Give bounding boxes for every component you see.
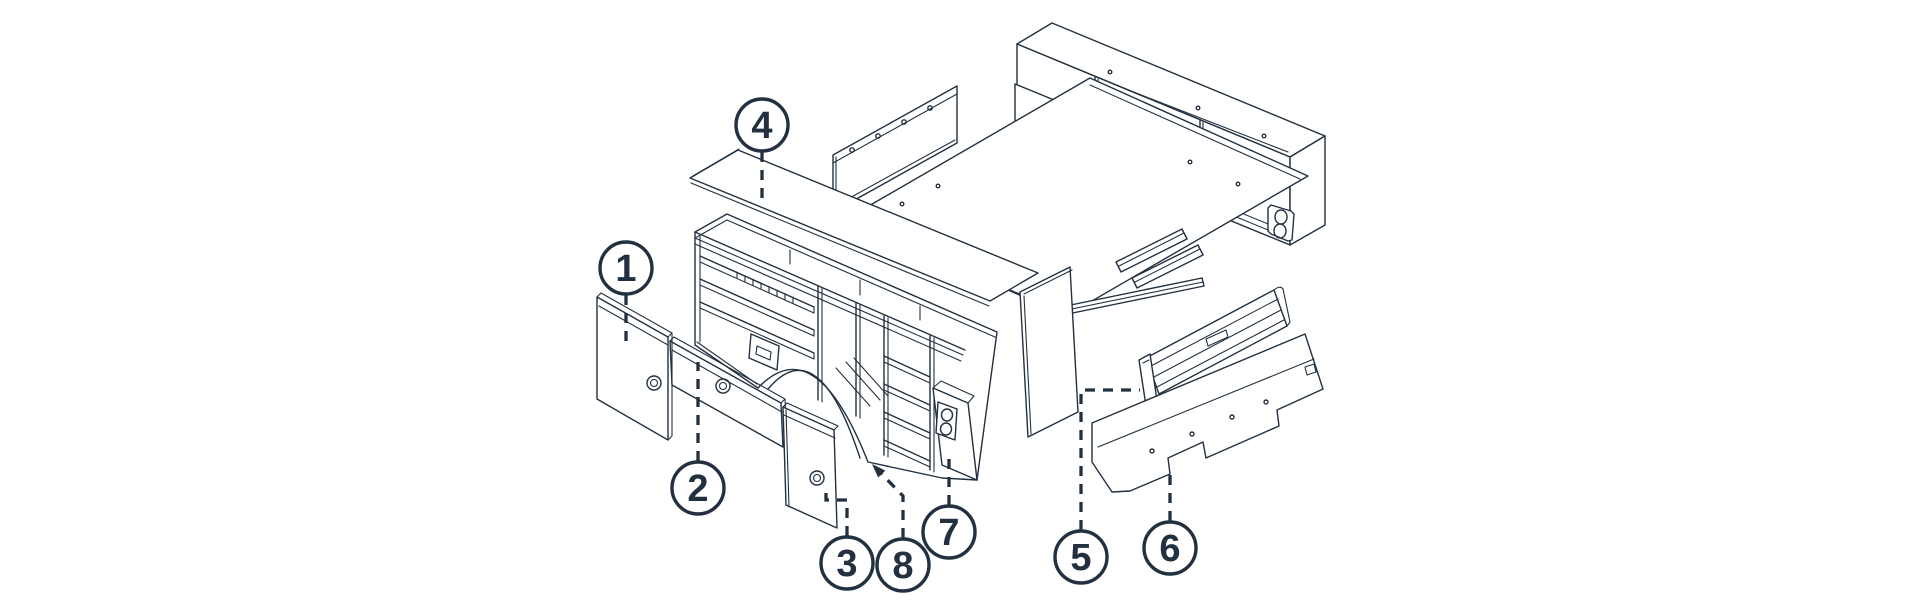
callout-number-7: 7 [938,512,959,554]
leader-line-8 [870,462,905,538]
door-latch [715,378,731,394]
door-latch [809,470,825,486]
callout-5: 5 [1053,388,1140,585]
wheel-arch [767,369,861,459]
callout-circle-2 [670,460,726,516]
front-door-panel [596,292,673,441]
callout-7: 7 [921,456,977,560]
callout-number-2: 2 [687,468,708,510]
line-art [596,22,1326,529]
latch-plate [748,333,780,371]
side-sheet [1019,266,1079,438]
side-rail [1138,286,1291,407]
top-shelf-panel [689,148,1039,307]
callouts-layer: 1 2 3 4 5 6 78 [598,97,1198,593]
callout-number-8: 8 [892,545,913,587]
callout-number-1: 1 [615,248,636,290]
main-body-unit [694,213,998,481]
callout-4: 4 [734,97,790,198]
callout-circle-1 [598,240,654,296]
shelf-rails [699,255,815,360]
rear-door-panel [782,402,839,529]
callout-1: 1 [598,240,654,343]
callout-6: 6 [1142,471,1198,576]
callout-circle-6 [1142,520,1198,576]
door-latch [646,375,662,391]
callout-number-3: 3 [836,543,857,585]
callout-circle-7 [921,504,977,560]
callout-circle-8 [875,537,931,593]
callout-number-4: 4 [751,105,772,147]
callout-number-5: 5 [1070,537,1091,579]
tail-pillar [932,380,978,481]
leader-line-3 [824,485,849,536]
rocker-skirt [1091,333,1324,493]
rear-bay-shelves [883,355,931,468]
leader-arrowhead-8 [872,464,886,478]
callout-circle-5 [1053,529,1109,585]
callout-3: 3 [819,485,875,591]
bulkhead-panel [832,85,958,213]
callout-2: 2 [670,362,726,516]
floor-cross-sills [1115,228,1204,289]
cabinet-taillight-bracket [1267,204,1295,242]
callout-circle-4 [734,97,790,153]
callout-8: 8 [870,462,931,593]
callout-number-6: 6 [1159,528,1180,570]
callout-circle-3 [819,535,875,591]
